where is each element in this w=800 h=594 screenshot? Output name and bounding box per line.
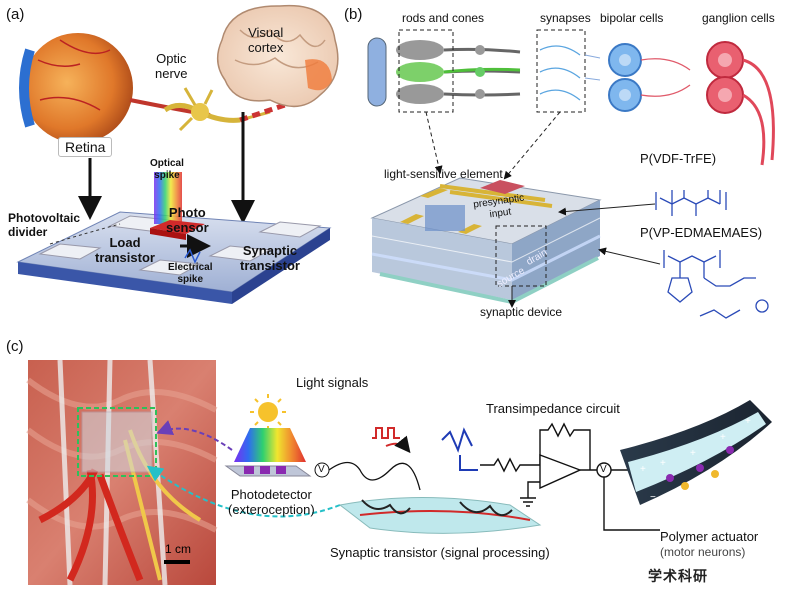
ganglion-cells-illustration	[706, 41, 775, 166]
synaptic-transistor-c-label: Synaptic transistor (signal processing)	[330, 545, 550, 560]
electrical-spike-label: Electrical spike	[168, 262, 213, 285]
load-transistor-label: Load transistor	[95, 235, 155, 265]
panel-b-letter: (b)	[344, 6, 363, 23]
svg-text:+: +	[640, 464, 646, 475]
synaptic-device-label: synaptic device	[480, 305, 563, 319]
voltmeter-1-label: V	[318, 464, 325, 475]
synaptic-device-illustration	[370, 177, 602, 308]
pvdf-structure	[655, 190, 727, 216]
light-signals-label: Light signals	[296, 375, 369, 390]
transimpedance-label: Transimpedance circuit	[486, 401, 620, 416]
panel-b-graphics	[367, 29, 775, 319]
synaptic-transistor-label: Synaptic transistor	[240, 243, 300, 273]
svg-text:+: +	[660, 458, 666, 469]
optical-spike-label: Optical spike	[150, 158, 184, 181]
panel-c-letter: (c)	[6, 338, 24, 355]
scale-bar-label: 1 cm	[165, 542, 192, 556]
panel-a-graphics	[16, 4, 339, 304]
svg-text:−: −	[650, 492, 656, 503]
photodetector-illustration	[224, 465, 312, 477]
transimpedance-circuit	[480, 422, 660, 531]
synapses-label: synapses	[540, 11, 591, 25]
device-board	[16, 172, 332, 304]
pvdf-label: P(VDF-TrFE)	[640, 151, 717, 166]
voltmeter-2-label: V	[600, 464, 607, 475]
polymer-actuator-illustration: +++++ −−−−	[620, 400, 772, 505]
synaptic-transistor-illustration	[338, 427, 542, 534]
panel-a-letter: (a)	[6, 6, 25, 23]
brain-illustration	[216, 4, 339, 108]
photovoltaic-divider-label: Photovoltaic divider	[8, 211, 81, 239]
retina-label: Retina	[58, 137, 113, 158]
rods-cones-illustration	[396, 40, 521, 104]
visual-cortex-label: Visual cortex	[248, 25, 284, 55]
rods-cones-label: rods and cones	[402, 11, 485, 25]
polymer-actuator-label: Polymer actuator	[660, 529, 759, 544]
photodetector-label: Photodetector (exteroception)	[228, 487, 315, 517]
bipolar-cells-label: bipolar cells	[600, 11, 664, 25]
light-sensitive-element-label: light-sensitive element	[384, 167, 503, 181]
muscle-photo	[26, 359, 218, 586]
pvp-structure	[663, 250, 769, 319]
actuator-sub-label: (motor neurons)	[660, 545, 746, 559]
svg-text:−: −	[680, 486, 686, 497]
synapse-branches	[539, 45, 601, 101]
pvp-label: P(VP-EDMAEMAES)	[640, 225, 763, 240]
svg-text:−: −	[740, 452, 746, 463]
ganglion-cells-label: ganglion cells	[702, 11, 775, 25]
bipolar-cells-illustration	[608, 43, 691, 112]
eye-illustration	[23, 33, 133, 143]
svg-text:+: +	[745, 416, 751, 427]
watermark: 学术科研	[648, 568, 708, 584]
optic-nerve-label: Optic nerve	[155, 51, 188, 81]
svg-text:+: +	[690, 448, 696, 459]
light-spectrum	[234, 428, 306, 462]
svg-text:+: +	[720, 432, 726, 443]
panel-c-graphics: +++++ −−−−	[26, 359, 772, 586]
photo-sensor-label: Photo sensor	[166, 205, 209, 235]
sun-icon	[250, 394, 286, 430]
